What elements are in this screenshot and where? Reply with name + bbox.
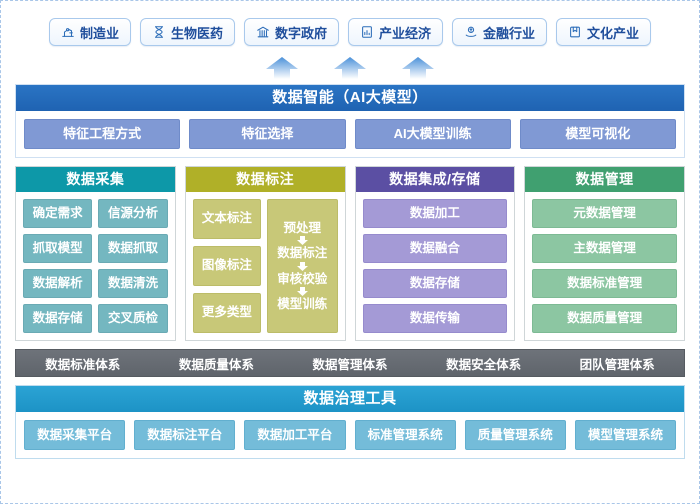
column-item[interactable]: 元数据管理: [532, 199, 677, 228]
government-building-icon: [256, 25, 270, 39]
upward-arrows: [1, 52, 699, 80]
industry-chip-label: 生物医药: [170, 25, 223, 41]
column-data-integration-storage: 数据集成/存储 数据加工 数据融合 数据存储 数据传输: [354, 166, 516, 341]
tool-item[interactable]: 标准管理系统: [354, 420, 456, 450]
flow-step[interactable]: 数据标注: [277, 246, 328, 261]
tool-item[interactable]: 数据加工平台: [244, 420, 346, 450]
flow-step[interactable]: 预处理: [283, 220, 322, 235]
industry-chip-label: 文化产业: [587, 25, 640, 41]
industry-chip-culture[interactable]: 文化产业: [556, 18, 652, 46]
industry-chip-label: 数字政府: [274, 25, 327, 41]
column-item[interactable]: 数据存储: [362, 269, 508, 298]
column-item[interactable]: 数据传输: [362, 304, 508, 333]
column-item[interactable]: 信源分析: [98, 199, 168, 228]
arrow-up-icon: [402, 57, 434, 79]
system-item[interactable]: 团队管理体系: [579, 357, 655, 372]
column-item[interactable]: 数据质量管理: [532, 304, 677, 333]
arrow-up-icon: [266, 57, 298, 79]
column-item[interactable]: 数据加工: [362, 199, 508, 228]
arrow-down-icon: [296, 236, 308, 246]
column-title: 数据集成/存储: [355, 167, 515, 192]
industry-chip-industrial-economy[interactable]: 产业经济: [348, 18, 444, 46]
industry-chip-finance[interactable]: 金融行业: [452, 18, 548, 46]
column-item[interactable]: 数据解析: [23, 269, 93, 298]
system-item[interactable]: 数据管理体系: [312, 357, 388, 372]
tool-item[interactable]: 模型管理系统: [574, 420, 677, 450]
system-item[interactable]: 数据安全体系: [446, 357, 522, 372]
tools-panel-title: 数据治理工具: [16, 386, 684, 412]
arrow-down-icon: [296, 286, 308, 296]
governance-systems-band: 数据标准体系 数据质量体系 数据管理体系 数据安全体系 团队管理体系: [15, 349, 685, 377]
dna-icon: [152, 25, 166, 39]
tool-item[interactable]: 数据采集平台: [24, 420, 126, 450]
industry-chip-label: 金融行业: [483, 25, 536, 41]
coin-hand-icon: [464, 25, 478, 39]
system-item[interactable]: 数据质量体系: [178, 357, 254, 372]
industry-chip-biomedicine[interactable]: 生物医药: [139, 18, 235, 46]
capability-columns: 数据采集 确定需求 抓取模型 数据解析 数据存储 信源分析 数据抓取 数据清洗 …: [15, 166, 685, 341]
arrow-down-icon: [296, 261, 308, 271]
ai-item[interactable]: 特征工程方式: [24, 119, 181, 149]
column-item[interactable]: 数据存储: [23, 304, 93, 333]
annotation-flow: 预处理 数据标注 审核校验 模型训练: [267, 199, 338, 333]
governance-tools-panel: 数据治理工具 数据采集平台 数据标注平台 数据加工平台 标准管理系统 质量管理系…: [15, 385, 685, 459]
column-item[interactable]: 数据标准管理: [532, 269, 677, 298]
ai-item[interactable]: 特征选择: [189, 119, 346, 149]
column-item[interactable]: 确定需求: [23, 199, 93, 228]
flow-step[interactable]: 模型训练: [277, 296, 328, 311]
column-item[interactable]: 数据抓取: [98, 234, 168, 263]
ai-item[interactable]: 模型可视化: [519, 119, 676, 149]
industry-chip-digital-government[interactable]: 数字政府: [243, 18, 339, 46]
column-item[interactable]: 数据清洗: [98, 269, 168, 298]
industry-chip-manufacturing[interactable]: 制造业: [48, 18, 131, 46]
factory-robot-icon: [61, 25, 75, 39]
column-item[interactable]: 主数据管理: [532, 234, 677, 263]
column-item[interactable]: 文本标注: [192, 199, 262, 239]
book-icon: [568, 25, 582, 39]
ai-intelligence-panel: 数据智能（AI大模型） 特征工程方式 特征选择 AI大模型训练 模型可视化: [15, 84, 685, 158]
column-data-collection: 数据采集 确定需求 抓取模型 数据解析 数据存储 信源分析 数据抓取 数据清洗 …: [15, 166, 176, 341]
column-title: 数据管理: [525, 167, 684, 192]
industry-chip-label: 产业经济: [379, 25, 432, 41]
tools-panel-items: 数据采集平台 数据标注平台 数据加工平台 标准管理系统 质量管理系统 模型管理系…: [16, 412, 684, 458]
industry-chip-row: 制造业 生物医药 数字政府: [1, 1, 699, 46]
industry-chip-label: 制造业: [79, 25, 119, 41]
document-chart-icon: [360, 25, 374, 39]
column-item[interactable]: 抓取模型: [23, 234, 93, 263]
flow-step[interactable]: 审核校验: [277, 271, 328, 286]
column-data-management: 数据管理 元数据管理 主数据管理 数据标准管理 数据质量管理: [524, 166, 685, 341]
column-item[interactable]: 更多类型: [192, 293, 262, 333]
column-data-annotation: 数据标注 文本标注 图像标注 更多类型 预处理 数据标注: [184, 166, 346, 341]
tool-item[interactable]: 数据标注平台: [134, 420, 236, 450]
column-item[interactable]: 数据融合: [362, 234, 508, 263]
column-title: 数据采集: [16, 167, 175, 192]
column-title: 数据标注: [185, 167, 345, 192]
system-item[interactable]: 数据标准体系: [45, 357, 121, 372]
ai-item[interactable]: AI大模型训练: [354, 119, 511, 149]
arrow-up-icon: [334, 57, 366, 79]
column-item[interactable]: 交叉质检: [98, 304, 168, 333]
ai-panel-title: 数据智能（AI大模型）: [16, 85, 684, 111]
column-item[interactable]: 图像标注: [192, 246, 262, 286]
ai-panel-items: 特征工程方式 特征选择 AI大模型训练 模型可视化: [16, 111, 684, 157]
tool-item[interactable]: 质量管理系统: [464, 420, 566, 450]
